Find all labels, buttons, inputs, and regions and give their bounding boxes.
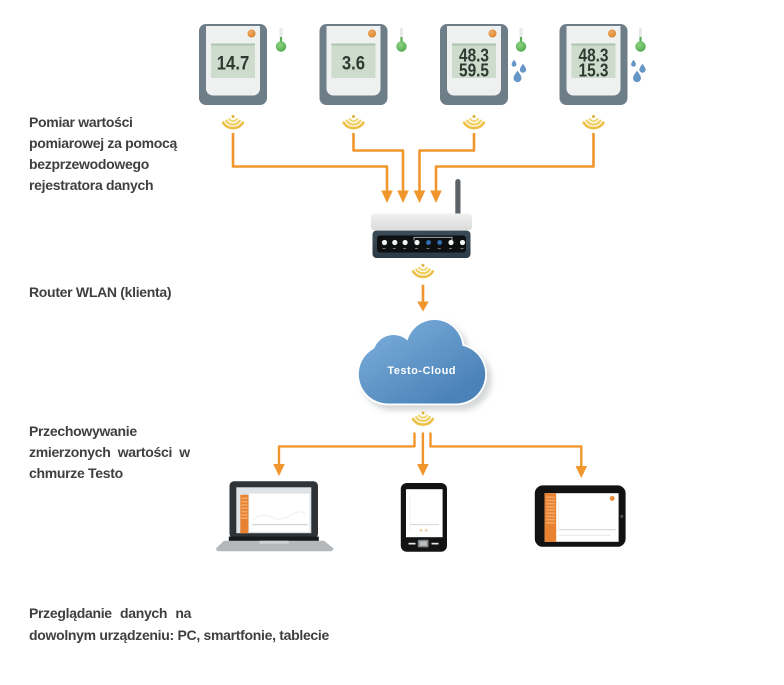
svg-text:48.3: 48.3 <box>459 44 489 65</box>
svg-text:48.3: 48.3 <box>579 44 609 65</box>
svg-text:15.3: 15.3 <box>579 59 609 80</box>
svg-text:59.5: 59.5 <box>459 59 489 80</box>
svg-text:14.7: 14.7 <box>217 54 250 75</box>
svg-text:3.6: 3.6 <box>342 54 365 75</box>
svg-text:Testo-Cloud: Testo-Cloud <box>388 365 456 377</box>
